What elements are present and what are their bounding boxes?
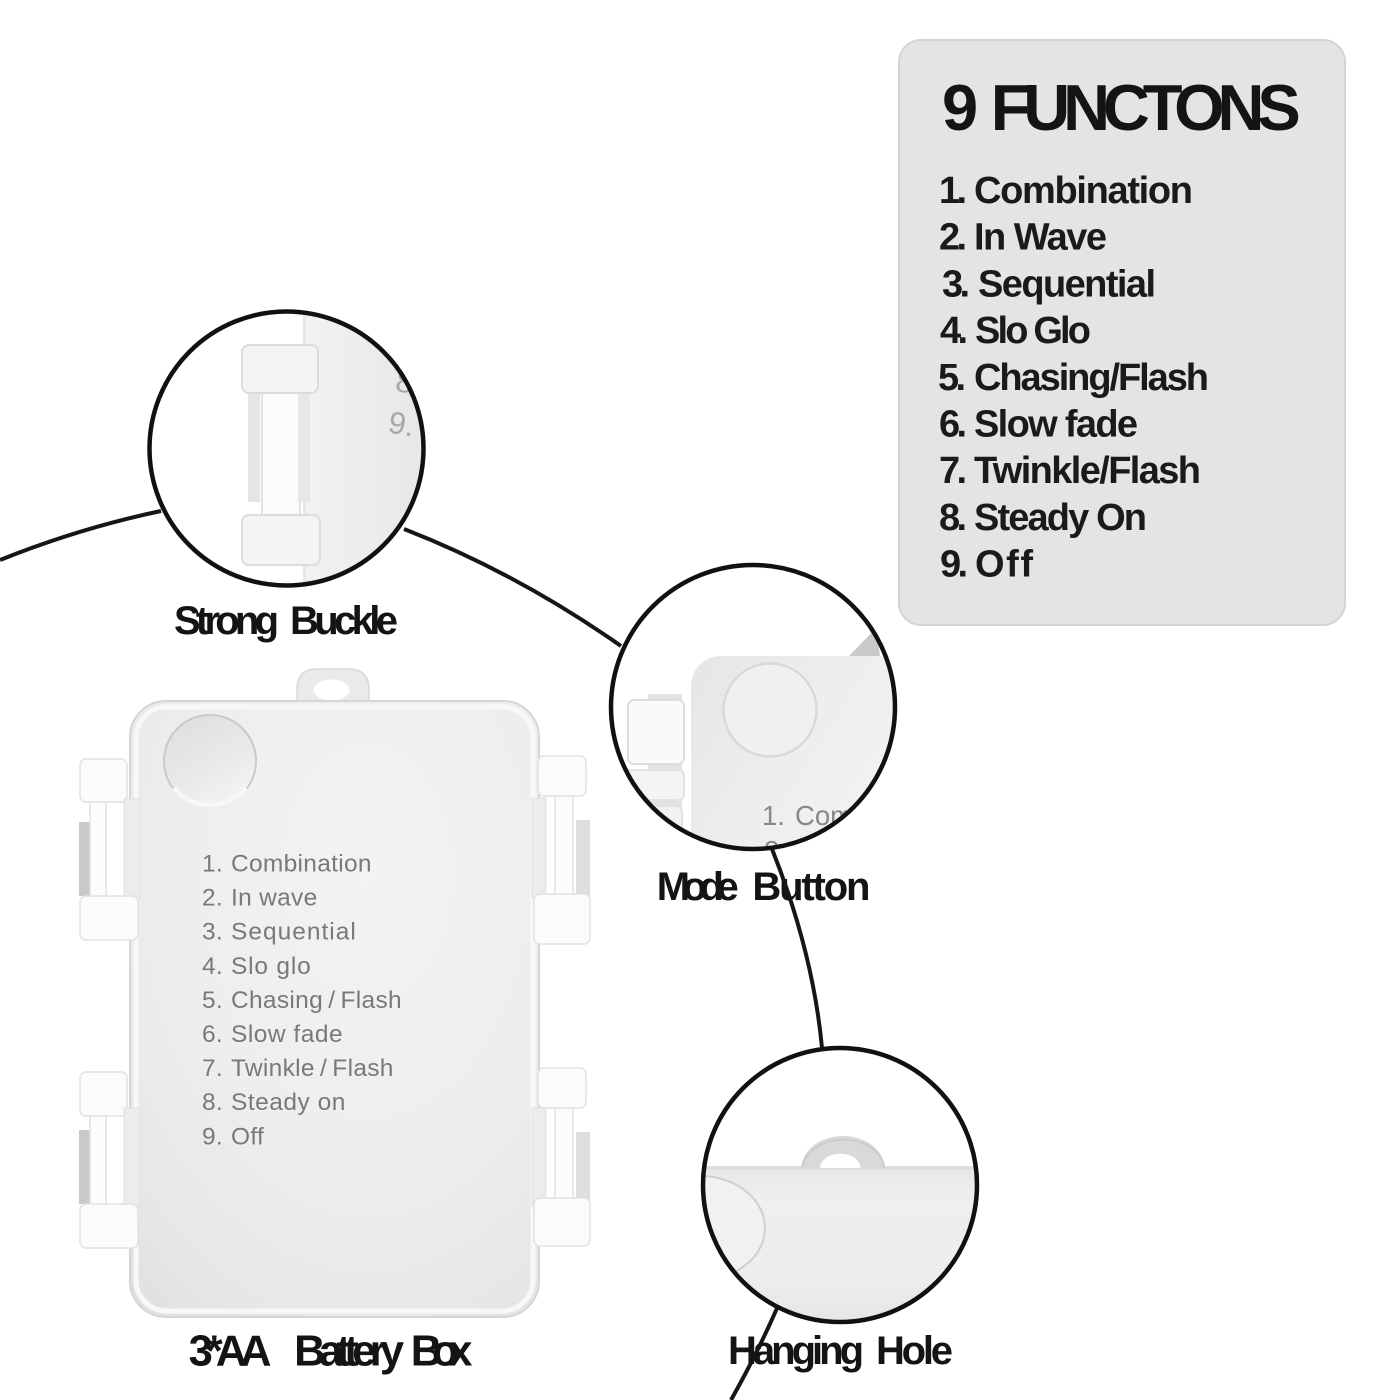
svg-text:5.Chasing/Flash: 5.Chasing/Flash [938, 357, 1209, 399]
svg-text:2.In Wave: 2.In Wave [939, 217, 1107, 259]
svg-text:8.Steady On: 8.Steady On [939, 497, 1147, 539]
svg-text:6.Slow fade: 6.Slow fade [202, 1021, 343, 1048]
svg-text:7.Twinkle / Flash: 7.Twinkle / Flash [202, 1055, 394, 1082]
svg-text:9.: 9. [386, 404, 418, 443]
svg-text:4.Slo glo: 4.Slo glo [202, 953, 312, 980]
svg-text:7.Twinkle/Flash: 7.Twinkle/Flash [939, 450, 1201, 492]
svg-text:3.Sequential: 3.Sequential [942, 263, 1156, 305]
svg-text:8.Steady on: 8.Steady on [202, 1089, 346, 1116]
svg-text:1.Combination: 1.Combination [202, 851, 372, 878]
svg-text:5.Chasing / Flash: 5.Chasing / Flash [202, 987, 402, 1014]
svg-text:4.Slo Glo: 4.Slo Glo [940, 310, 1091, 352]
svg-text:9.Off: 9.Off [940, 544, 1033, 586]
svg-text:3.Sequential: 3.Sequential [202, 919, 357, 946]
svg-text:9.Off: 9.Off [202, 1123, 264, 1150]
svg-text:1.Combination: 1.Combination [939, 170, 1193, 212]
svg-text:6.Slow fade: 6.Slow fade [939, 404, 1138, 446]
svg-text:2.In wave: 2.In wave [202, 885, 318, 912]
